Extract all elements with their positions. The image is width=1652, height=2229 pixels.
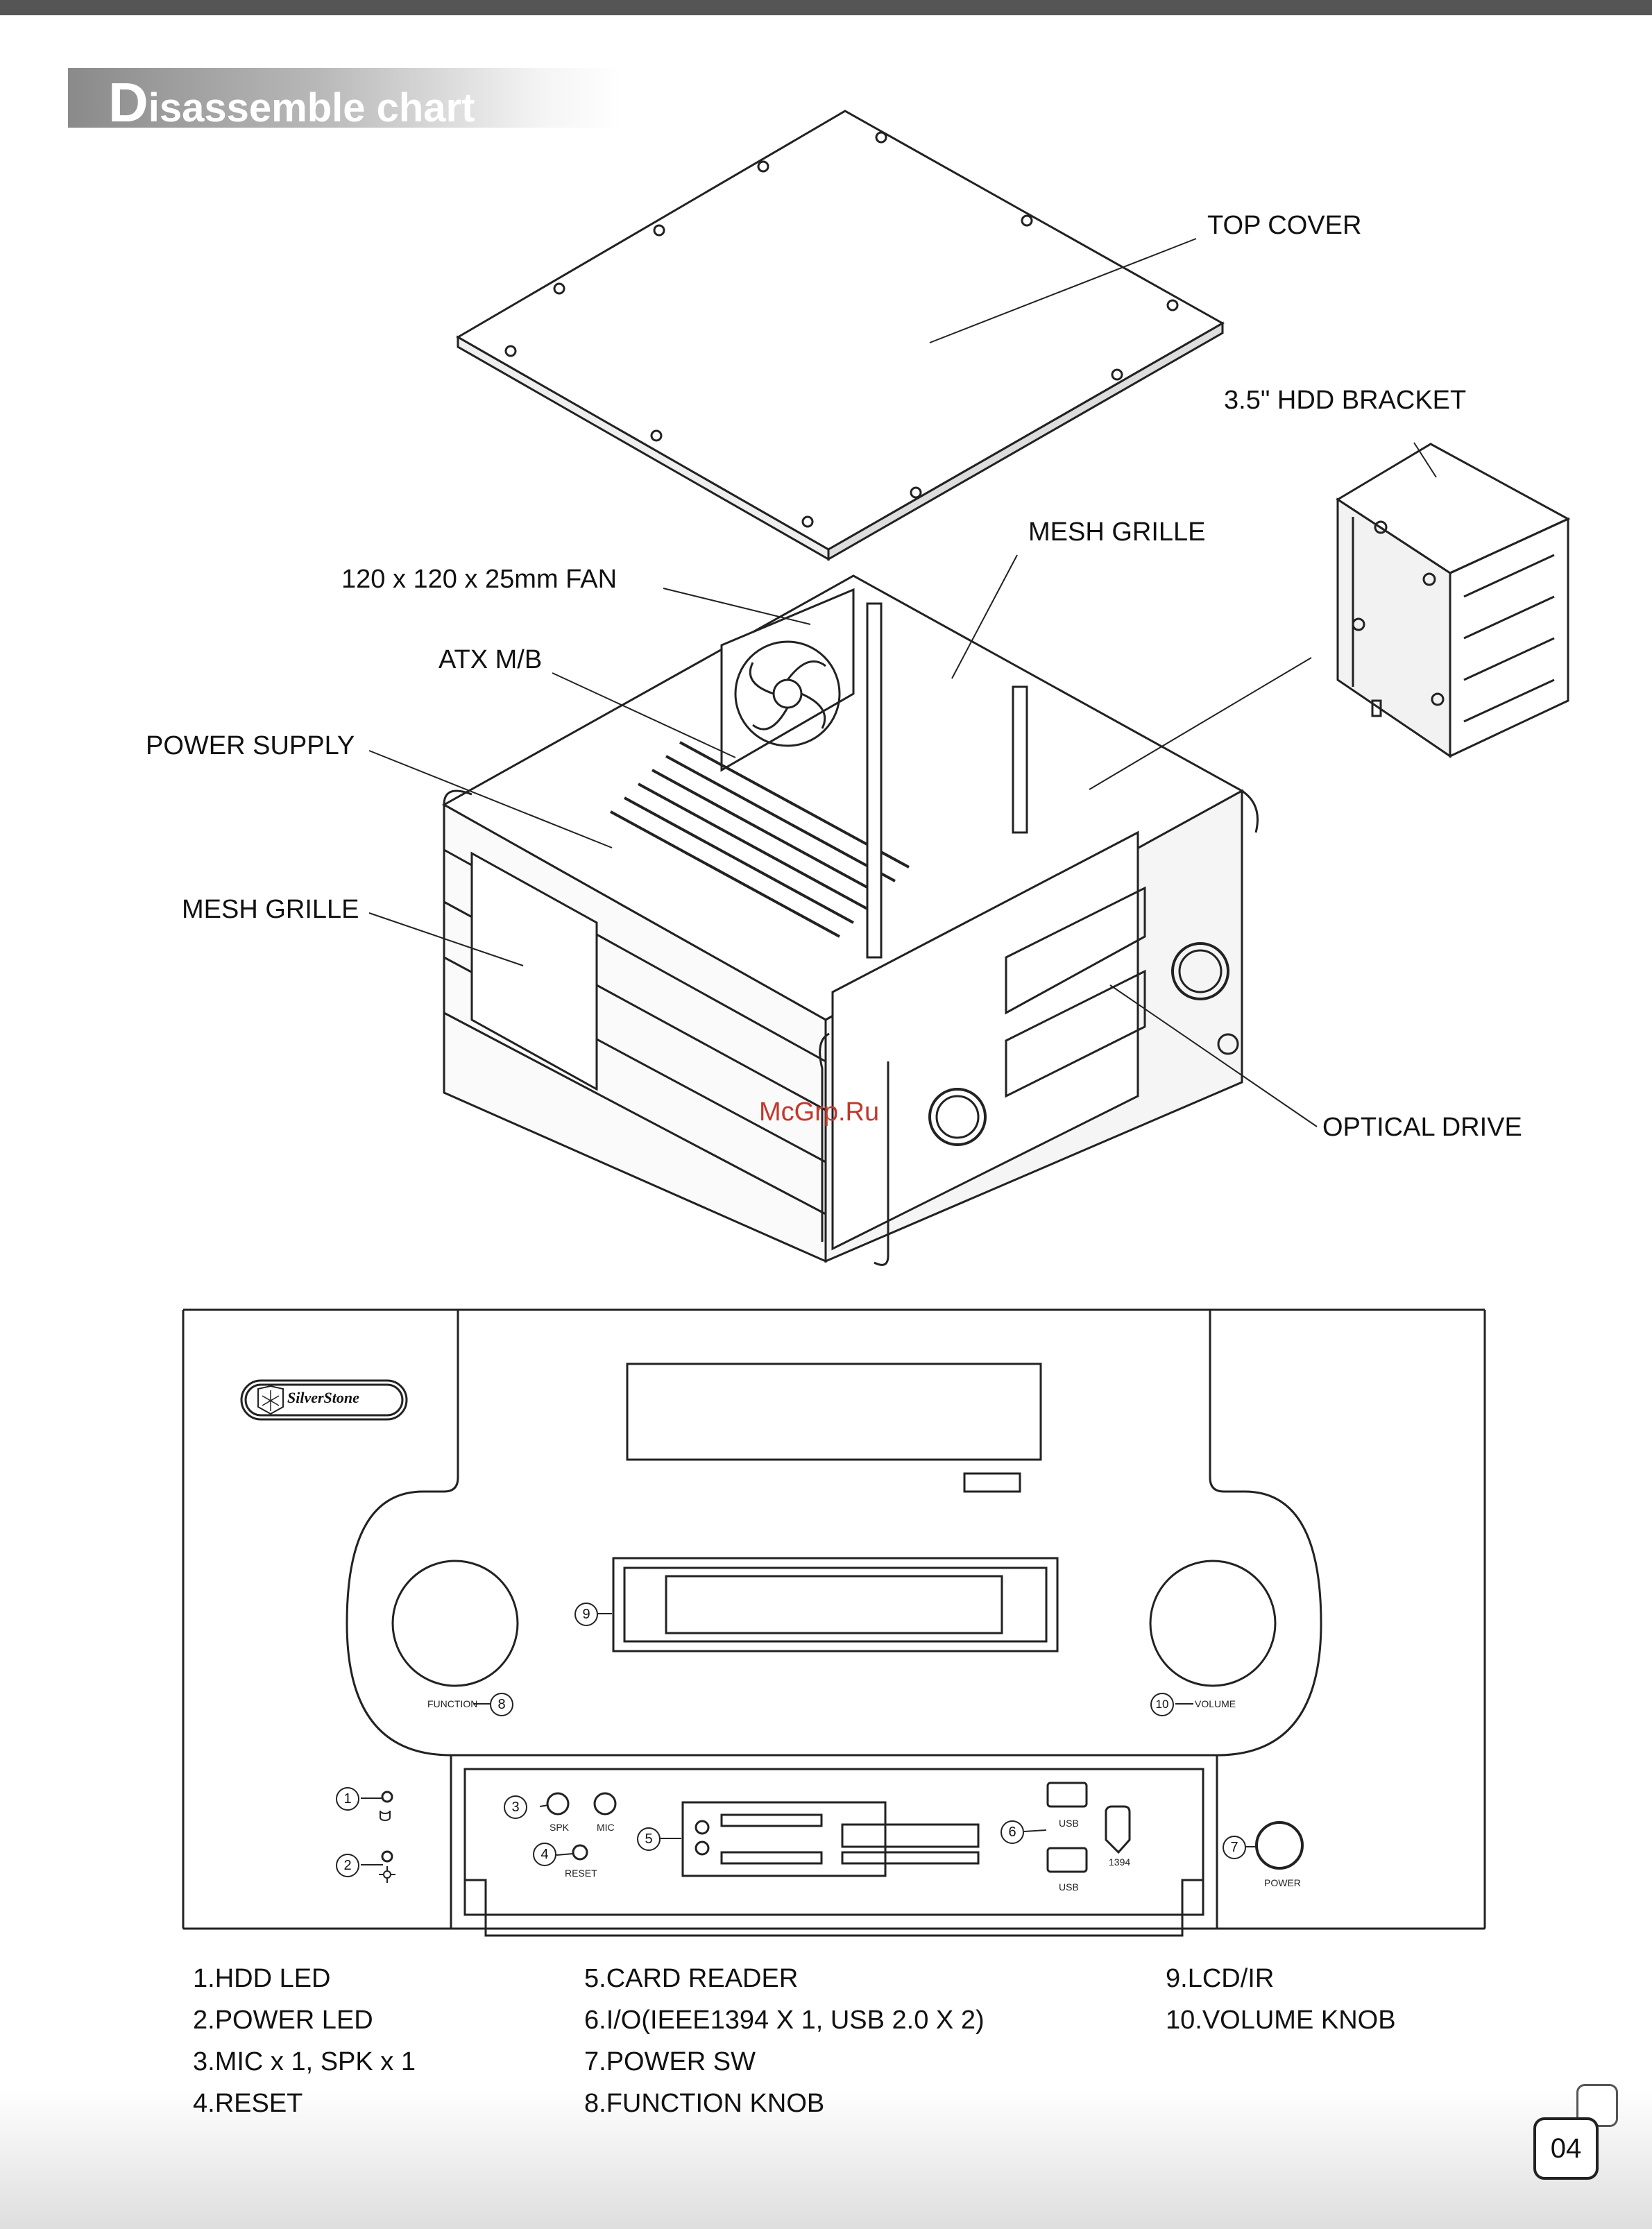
page-tab-decoration [1576,2084,1618,2127]
label-mesh-grille-top: MESH GRILLE [1028,518,1206,547]
legend-item: 1.HDD LED [193,1964,331,1993]
chassis-drawing [441,574,1259,1266]
marker-5: 5 [637,1827,661,1851]
marker-4: 4 [533,1843,556,1866]
bottom-gradient [0,2088,1652,2229]
legend-item: 2.POWER LED [193,2006,373,2035]
top-cover-drawing [456,110,1225,561]
legend-item: 7.POWER SW [584,2047,756,2076]
label-top-cover: TOP COVER [1207,211,1362,240]
legend-column-2: 5.CARD READER 6.I/O(IEEE1394 X 1, USB 2.… [584,1958,985,2124]
watermark: McGrp.Ru [759,1098,880,1127]
marker-3: 3 [504,1795,527,1819]
label-optical-drive: OPTICAL DRIVE [1322,1113,1522,1142]
marker-7: 7 [1223,1836,1246,1859]
legend-item: 10.VOLUME KNOB [1166,2006,1396,2035]
top-bar [0,0,1652,15]
label-function: FUNCTION [427,1698,478,1709]
legend-column-3: 9.LCD/IR 10.VOLUME KNOB [1166,1958,1396,2041]
label-power: POWER [1264,1877,1301,1888]
hdd-bracket-drawing [1336,443,1571,758]
label-reset: RESET [565,1868,597,1879]
brand-logo: SilverStone [287,1389,359,1406]
legend-item: 6.I/O(IEEE1394 X 1, USB 2.0 X 2) [584,2006,985,2035]
label-fan: 120 x 120 x 25mm FAN [341,565,618,594]
label-atx-mb: ATX M/B [438,645,543,674]
page-number: 04 [1533,2117,1599,2180]
legend-item: 5.CARD READER [584,1964,799,1993]
section-title-banner: Disassemble chart [68,68,623,133]
leader-lines [368,238,1437,1127]
marker-1: 1 [336,1787,359,1811]
legend-item: 4.RESET [193,2089,303,2118]
label-spk: SPK [550,1822,570,1833]
label-mic: MIC [597,1822,615,1833]
marker-6: 6 [1000,1820,1024,1844]
label-hdd-bracket: 3.5" HDD BRACKET [1224,386,1467,415]
label-volume: VOLUME [1195,1698,1236,1709]
marker-10: 10 [1150,1693,1174,1716]
legend-item: 3.MIC x 1, SPK x 1 [193,2047,416,2076]
label-power-supply: POWER SUPPLY [146,731,355,760]
marker-2: 2 [336,1854,359,1877]
marker-8: 8 [490,1693,513,1716]
legend-item: 9.LCD/IR [1166,1964,1275,1993]
label-mesh-grille-side: MESH GRILLE [182,895,359,924]
label-usb-top: USB [1059,1818,1079,1829]
label-usb-bottom: USB [1059,1881,1079,1893]
marker-9: 9 [574,1603,598,1626]
legend-item: 8.FUNCTION KNOB [584,2089,825,2118]
legend-column-1: 1.HDD LED 2.POWER LED 3.MIC x 1, SPK x 1… [193,1958,416,2124]
label-1394: 1394 [1109,1856,1131,1868]
section-title: Disassemble chart [108,71,475,133]
